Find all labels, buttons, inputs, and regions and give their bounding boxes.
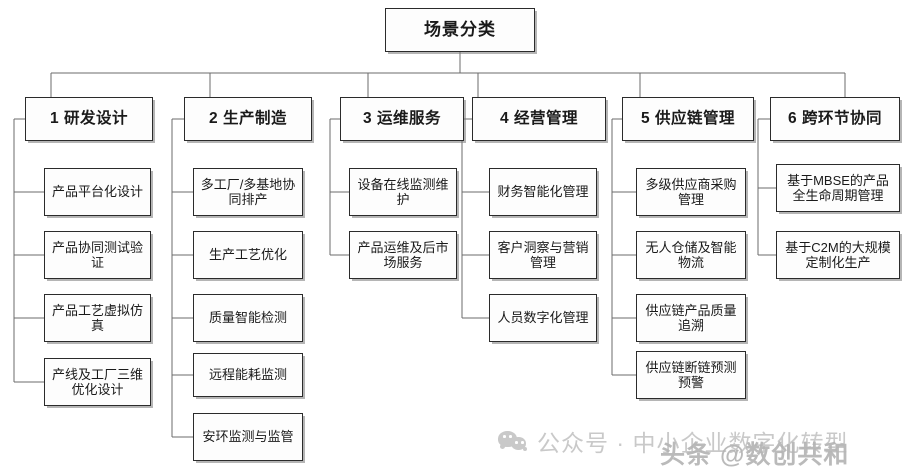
leaf-node[interactable]: 产品运维及后市场服务 (349, 231, 457, 279)
category-header-5[interactable]: 5 供应链管理 (622, 97, 754, 141)
leaf-label: 财务智能化管理 (497, 184, 589, 200)
leaf-label: 产品平台化设计 (51, 184, 143, 200)
root-label: 场景分类 (424, 19, 496, 39)
category-header-4[interactable]: 4 经营管理 (472, 97, 606, 141)
leaf-node[interactable]: 产品协同测试验证 (44, 231, 151, 279)
leaf-node[interactable]: 产线及工厂三维优化设计 (44, 358, 151, 406)
category-header-1-label: 1 研发设计 (50, 109, 128, 127)
leaf-label: 人员数字化管理 (497, 310, 589, 326)
category-header-3-label: 3 运维服务 (363, 109, 441, 127)
leaf-node[interactable]: 多级供应商采购管理 (636, 168, 746, 216)
leaf-label: 产品工艺虚拟仿真 (51, 302, 143, 333)
watermark: 公众号 · 中小企业数字化转型 (498, 424, 848, 458)
leaf-label: 无人仓储及智能物流 (645, 239, 737, 270)
leaf-label: 基于C2M的大规模定制化生产 (785, 239, 891, 270)
leaf-label: 基于MBSE的产品全生命周期管理 (787, 172, 889, 203)
leaf-node[interactable]: 无人仓储及智能物流 (636, 231, 746, 279)
leaf-node[interactable]: 客户洞察与营销管理 (489, 231, 597, 279)
leaf-node[interactable]: 供应链产品质量追溯 (636, 294, 746, 342)
leaf-label: 多工厂/多基地协同排产 (200, 176, 296, 207)
leaf-node[interactable]: 财务智能化管理 (489, 168, 597, 216)
leaf-label: 质量智能检测 (208, 310, 287, 326)
category-header-4-label: 4 经营管理 (500, 109, 578, 127)
leaf-node[interactable]: 设备在线监测维护 (349, 168, 457, 216)
leaf-label: 生产工艺优化 (208, 247, 287, 263)
leaf-node[interactable]: 质量智能检测 (193, 294, 303, 342)
leaf-node[interactable]: 生产工艺优化 (193, 231, 303, 279)
leaf-node[interactable]: 供应链断链预测预警 (636, 351, 746, 399)
root-node: 场景分类 (385, 8, 535, 52)
leaf-label: 安环监测与监管 (202, 429, 294, 445)
leaf-node[interactable]: 安环监测与监管 (193, 413, 303, 461)
leaf-label: 客户洞察与营销管理 (497, 239, 589, 270)
leaf-label: 供应链产品质量追溯 (645, 302, 737, 333)
leaf-node[interactable]: 产品工艺虚拟仿真 (44, 294, 151, 342)
leaf-label: 供应链断链预测预警 (645, 359, 737, 390)
leaf-node[interactable]: 人员数字化管理 (489, 294, 597, 342)
category-header-1[interactable]: 1 研发设计 (25, 97, 153, 141)
leaf-node[interactable]: 远程能耗监测 (193, 353, 303, 397)
category-header-6[interactable]: 6 跨环节协同 (770, 97, 900, 141)
leaf-label: 产品协同测试验证 (51, 239, 143, 270)
leaf-label: 产品运维及后市场服务 (357, 239, 449, 270)
watermark-overlay-text: 头条 @数创共和 (660, 441, 850, 469)
leaf-node[interactable]: 多工厂/多基地协同排产 (193, 168, 303, 216)
watermark-text: 公众号 · 中小企业数字化转型 (537, 430, 849, 456)
leaf-node[interactable]: 产品平台化设计 (44, 168, 151, 216)
category-header-2[interactable]: 2 生产制造 (184, 97, 312, 141)
leaf-label: 设备在线监测维护 (357, 176, 449, 207)
category-header-2-label: 2 生产制造 (209, 109, 287, 127)
category-header-6-label: 6 跨环节协同 (788, 109, 882, 127)
wechat-icon (498, 429, 528, 453)
leaf-label: 多级供应商采购管理 (645, 176, 737, 207)
leaf-label: 远程能耗监测 (208, 367, 287, 383)
category-header-5-label: 5 供应链管理 (641, 109, 735, 127)
category-header-3[interactable]: 3 运维服务 (340, 97, 464, 141)
leaf-label: 产线及工厂三维优化设计 (51, 366, 143, 397)
leaf-node[interactable]: 基于MBSE的产品全生命周期管理 (776, 164, 900, 212)
leaf-node[interactable]: 基于C2M的大规模定制化生产 (776, 231, 900, 279)
